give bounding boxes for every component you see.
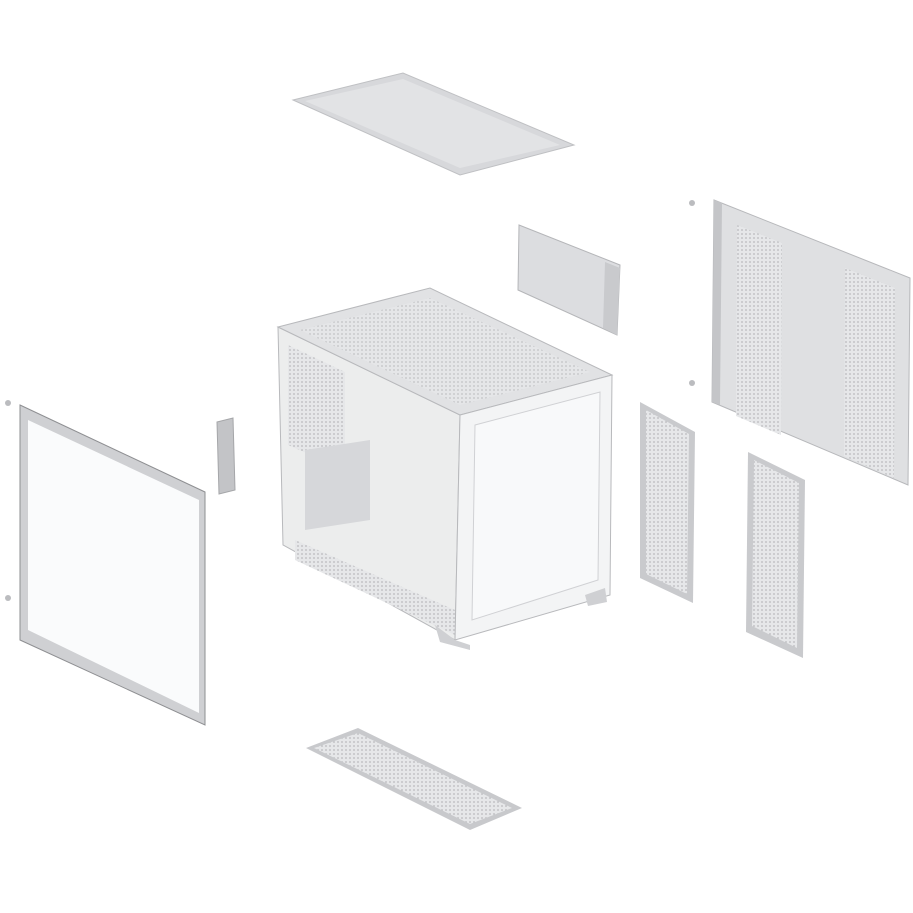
top-dust-filter	[291, 72, 576, 176]
side-dust-filter-2	[746, 452, 805, 658]
small-bracket	[216, 417, 236, 495]
case-chassis	[276, 287, 614, 650]
screw-icon	[689, 200, 695, 206]
right-side-panel	[711, 199, 911, 486]
tempered-glass-panel	[5, 400, 206, 726]
screw-icon	[5, 595, 11, 601]
screw-icon	[689, 380, 695, 386]
side-dust-filter-1	[640, 402, 695, 603]
gpu-vertical-bracket	[517, 224, 621, 336]
bottom-dust-filter	[306, 728, 522, 830]
screw-icon	[5, 400, 11, 406]
